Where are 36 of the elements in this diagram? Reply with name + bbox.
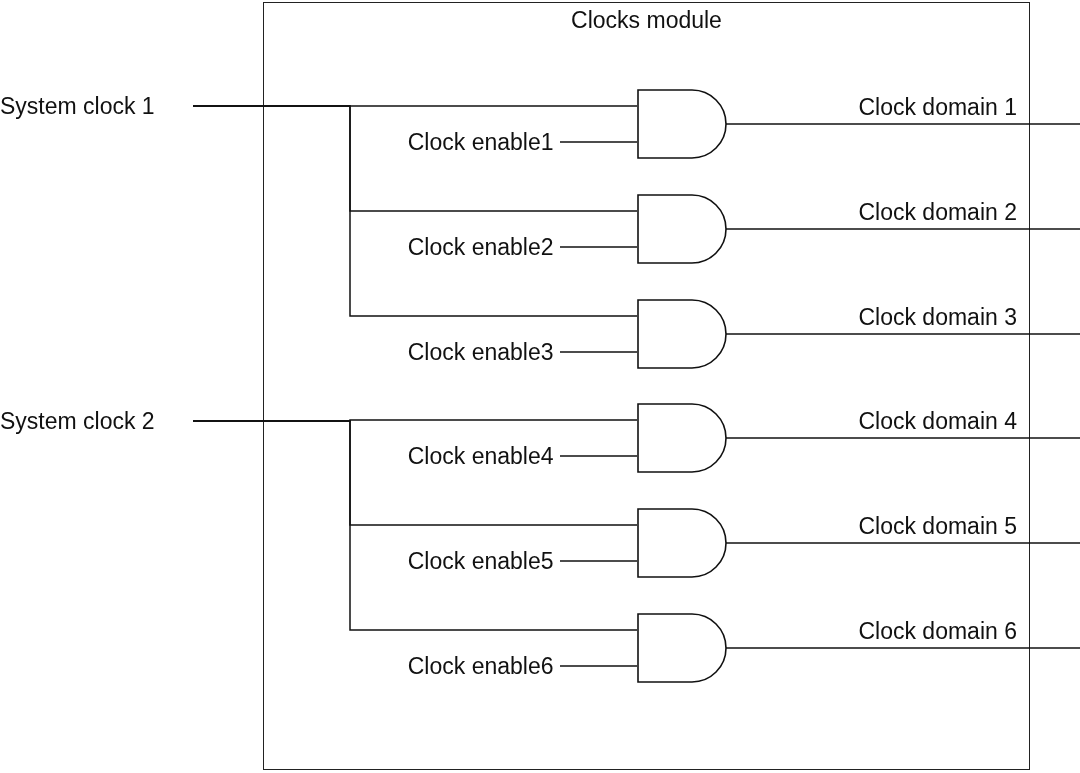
- signal-line: [192, 420, 638, 631]
- signal-line: [559, 560, 638, 562]
- signal-line: [192, 105, 638, 317]
- signal-label: Clock enable6: [371, 651, 554, 680]
- and-gate-symbol: [636, 193, 727, 264]
- signal-line: [725, 542, 1080, 544]
- signal-line: [559, 351, 638, 353]
- edge-label: Clock domain 4: [858, 408, 1017, 434]
- signal-label: System clock 1: [0, 92, 188, 120]
- signal-line: [559, 455, 638, 457]
- signal-label: Clock enable5: [371, 546, 554, 575]
- edge-label: Clock domain 2: [858, 199, 1017, 225]
- and-gate-symbol: [636, 88, 727, 159]
- signal-label: Clock enable2: [371, 232, 554, 261]
- signal-label: Clock enable1: [371, 127, 554, 156]
- and-gate-symbol: [636, 612, 727, 683]
- edge-label: Clock domain 5: [858, 513, 1017, 539]
- edge-label: Clock domain 1: [858, 94, 1017, 120]
- signal-line: [725, 228, 1080, 230]
- signal-line: [559, 141, 638, 143]
- module-box: [263, 2, 1030, 770]
- signal-line: [725, 333, 1080, 335]
- signal-line: [559, 246, 638, 248]
- signal-line: [725, 437, 1080, 439]
- signal-line: [725, 123, 1080, 125]
- module-title: Clocks module: [571, 7, 722, 33]
- signal-label: System clock 2: [0, 407, 188, 435]
- signal-label: Clock enable3: [371, 337, 554, 366]
- and-gate-symbol: [636, 507, 727, 578]
- signal-line: [559, 665, 638, 667]
- edge-label: Clock domain 6: [858, 618, 1017, 644]
- signal-label: Clock enable4: [371, 441, 554, 470]
- edge-label: Clock domain 3: [858, 304, 1017, 330]
- and-gate-symbol: [636, 402, 727, 473]
- signal-line: [725, 647, 1080, 649]
- and-gate-symbol: [636, 298, 727, 369]
